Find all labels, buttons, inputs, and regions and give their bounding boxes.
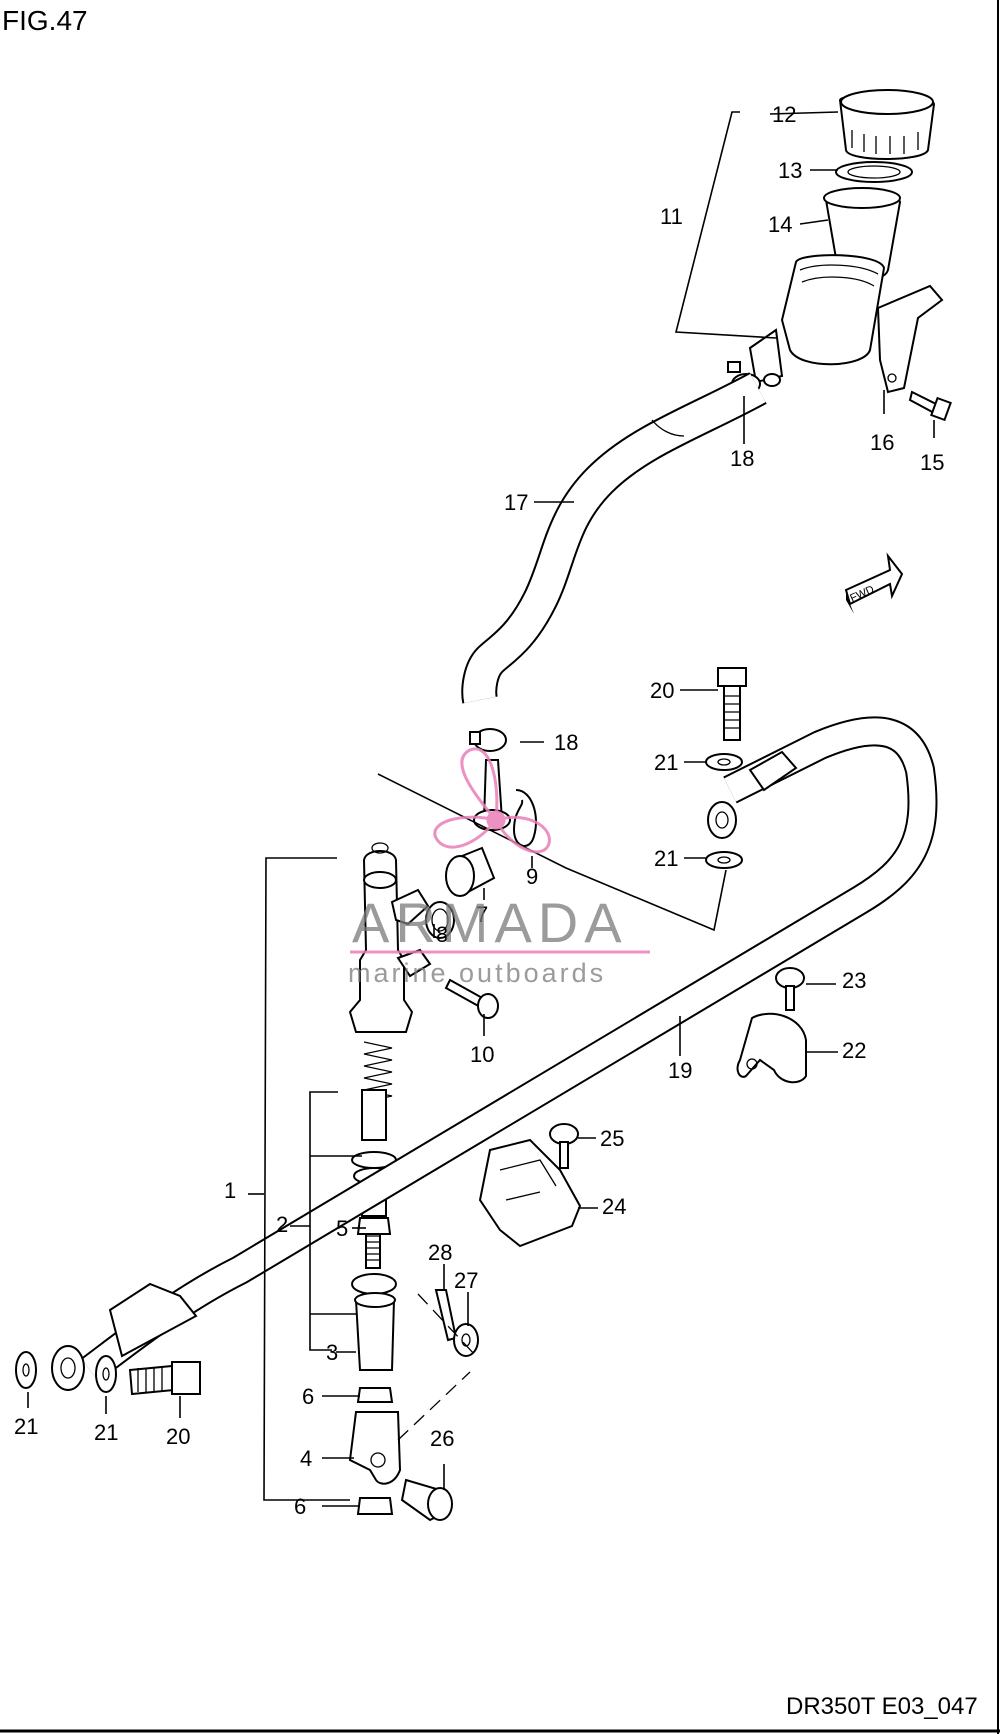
screw-25 bbox=[549, 1123, 579, 1169]
master-cylinder-body bbox=[348, 842, 432, 1033]
figure-title: FIG.47 bbox=[2, 5, 88, 36]
callout-4: 4 bbox=[300, 1446, 312, 1471]
callout-25: 25 bbox=[600, 1126, 624, 1151]
callout-8: 8 bbox=[436, 922, 448, 947]
callout-3: 3 bbox=[326, 1340, 338, 1365]
callout-15: 15 bbox=[920, 450, 944, 475]
reservoir-bracket bbox=[876, 284, 944, 394]
callout-5: 5 bbox=[336, 1216, 348, 1241]
callout-17: 17 bbox=[504, 490, 528, 515]
callout-6-upper: 6 bbox=[302, 1384, 314, 1409]
washer-21-a bbox=[705, 753, 743, 771]
clevis-pin-26 bbox=[400, 1478, 453, 1522]
callout-1: 1 bbox=[224, 1178, 236, 1203]
callout-2: 2 bbox=[276, 1212, 288, 1237]
banjo-bolt-upper bbox=[717, 667, 747, 741]
callout-14: 14 bbox=[768, 212, 792, 237]
callout-6-lower: 6 bbox=[294, 1494, 306, 1519]
hose-fitting-lower bbox=[51, 1282, 198, 1391]
washer-27 bbox=[453, 1323, 479, 1357]
callout-12: 12 bbox=[772, 102, 796, 127]
reservoir-diaphragm-plate bbox=[835, 161, 913, 183]
callout-bracket-2 bbox=[309, 1091, 338, 1351]
callout-21-a: 21 bbox=[654, 750, 678, 775]
callout-bracket-11 bbox=[674, 111, 777, 339]
washer-21-c bbox=[15, 1351, 37, 1389]
screw-10 bbox=[444, 978, 499, 1019]
callout-16: 16 bbox=[870, 430, 894, 455]
callout-27: 27 bbox=[454, 1268, 478, 1293]
callout-18-lower: 18 bbox=[554, 730, 578, 755]
hose-fitting-upper bbox=[707, 750, 798, 839]
nut-6-lower bbox=[356, 1497, 394, 1515]
assembly-guide-lines bbox=[397, 1293, 477, 1441]
banjo-bolt-lower bbox=[128, 1361, 201, 1396]
watermark-brand: ARMADA bbox=[352, 891, 628, 954]
callout-11: 11 bbox=[660, 204, 683, 229]
cotter-pin-28 bbox=[434, 1289, 458, 1342]
callout-7: 7 bbox=[476, 902, 488, 927]
callout-22: 22 bbox=[842, 1038, 866, 1063]
circlip-3 bbox=[351, 1273, 397, 1295]
reservoir-cap bbox=[838, 89, 936, 160]
nut-6-upper bbox=[356, 1387, 394, 1403]
watermark-tagline: marine outboards bbox=[348, 958, 606, 988]
hose-guide-22 bbox=[736, 1012, 807, 1084]
hose-routing-guide bbox=[377, 773, 727, 932]
reservoir-tank bbox=[748, 254, 886, 387]
screw-23 bbox=[775, 967, 805, 1011]
boot bbox=[354, 1292, 396, 1371]
callout-20-upper: 20 bbox=[650, 678, 674, 703]
washer-21-d bbox=[95, 1355, 117, 1393]
hose-clip-lower bbox=[469, 728, 507, 752]
propeller-logo-icon bbox=[433, 747, 551, 854]
callout-21-c: 21 bbox=[14, 1414, 38, 1439]
callout-23: 23 bbox=[842, 968, 866, 993]
o-ring-8 bbox=[425, 901, 455, 939]
callout-21-d: 21 bbox=[94, 1420, 118, 1445]
callout-24: 24 bbox=[602, 1194, 626, 1219]
reservoir-hose bbox=[463, 373, 766, 704]
watermark: ARMADA marine outboards bbox=[348, 747, 650, 988]
clevis bbox=[348, 1411, 402, 1485]
hose-mark bbox=[651, 419, 685, 437]
callout-26: 26 bbox=[430, 1426, 454, 1451]
callout-13: 13 bbox=[778, 158, 802, 183]
washer-21-b bbox=[705, 851, 743, 869]
callout-21-b: 21 bbox=[654, 846, 678, 871]
fwd-arrow-icon: FWD bbox=[844, 552, 904, 614]
pushrod bbox=[356, 1215, 392, 1269]
callout-labels: 12 13 14 11 15 16 18 17 18 20 21 21 9 7 … bbox=[14, 102, 944, 1519]
callout-bracket-1 bbox=[263, 857, 350, 1501]
callout-18-upper: 18 bbox=[730, 446, 754, 471]
diagram-code: DR350T E03_047 bbox=[786, 1693, 978, 1720]
callout-28: 28 bbox=[428, 1240, 452, 1265]
leader-lines bbox=[27, 111, 935, 1507]
callout-19: 19 bbox=[668, 1058, 692, 1083]
connector-7 bbox=[445, 846, 496, 897]
callout-10: 10 bbox=[470, 1042, 494, 1067]
callout-20-lower: 20 bbox=[166, 1424, 190, 1449]
bolt-15 bbox=[908, 390, 952, 422]
clamp-24 bbox=[478, 1138, 582, 1248]
callout-9: 9 bbox=[526, 864, 538, 889]
